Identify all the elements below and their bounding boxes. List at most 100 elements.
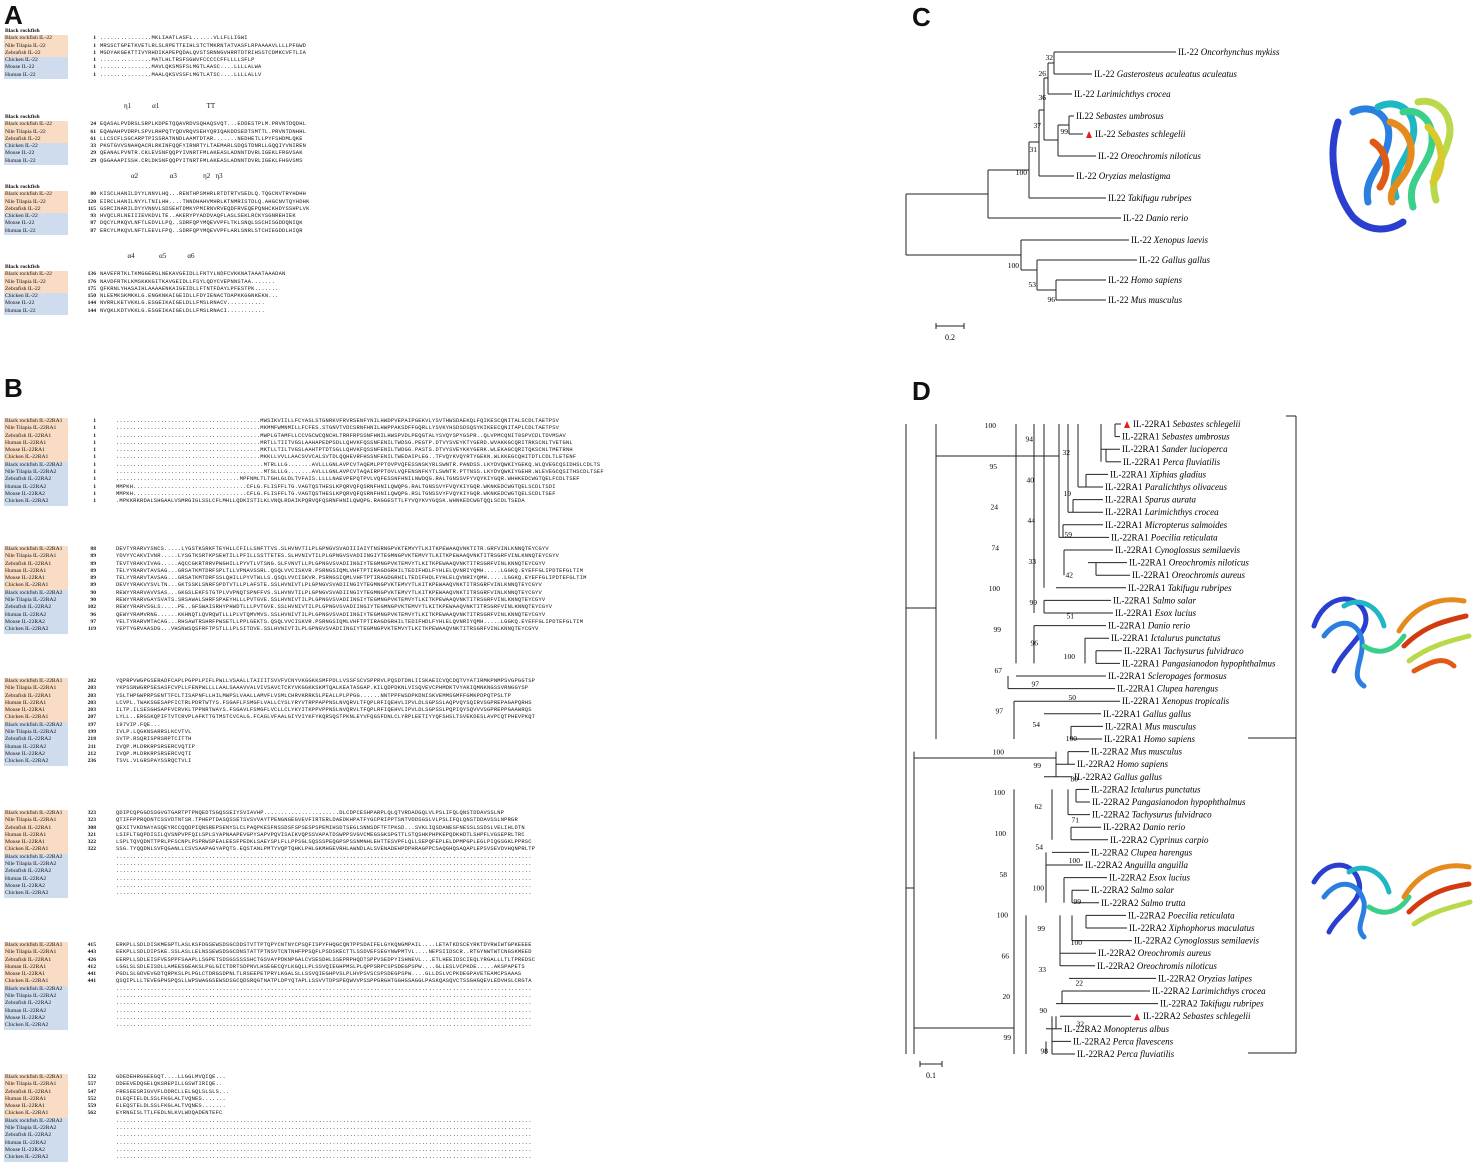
leaf-gene: IL-22RA1 <box>1111 633 1151 643</box>
species-label: Chicken IL-22RA2 <box>4 1154 68 1162</box>
sequence-column: KISCLHANILDYYLNNVLHQ...RENTHPSMHRLRTDTRT… <box>100 191 310 235</box>
leaf-label: IL-22 Danio rerio <box>1123 213 1189 223</box>
sequence-row: QEANALPVNTR.CKLEVSNFQQPYIVNRTFMLAKEASLAD… <box>100 150 303 157</box>
leaf-gene: IL-22RA2 <box>1074 772 1114 782</box>
sequence-row: ........................................… <box>116 868 532 875</box>
sequence-row: ERCYLMKQVLNFTLEEVLFPQ..SDRFQPYMQEVVPFLAR… <box>100 227 303 234</box>
position-number: 1 <box>93 469 96 476</box>
leaf-species: Takifugu rubripes <box>1200 999 1264 1009</box>
bootstrap-value: 22 <box>1076 979 1084 988</box>
position-number: 29 <box>90 157 96 164</box>
sequence-row: QSQIPLLLTEVEGPHSPQSLLWPSWAGGSEWSDSGCQDSR… <box>116 978 532 985</box>
bootstrap-value: 96 <box>1031 639 1039 648</box>
species-label: Human IL-22RA2 <box>4 1007 68 1015</box>
leaf-species: Larimichthys crocea <box>1096 89 1171 99</box>
species-label: Nile Tilapia IL-22RA1 <box>4 949 68 957</box>
sequence-row: TELYYRARVTAVSAG...GRSATKMTDRFSSLQHILLPYV… <box>116 575 587 582</box>
species-label: Black rockfish IL-22RA2 <box>4 985 68 994</box>
bootstrap-value: 100 <box>1066 734 1078 743</box>
leaf-label: IL-22RA1 Larimichthys crocea <box>1105 507 1219 517</box>
leaf-gene: IL-22RA2 <box>1092 797 1132 807</box>
position-number <box>70 1000 96 1007</box>
species-label: Zebrafish IL-22RA1 <box>4 560 68 568</box>
leaf-label: IL-22RA1 Paralichthys olivaceus <box>1105 482 1227 492</box>
species-label: Black rockfish IL-22RA2 <box>4 589 68 598</box>
bootstrap-value: 54 <box>1036 843 1044 852</box>
leaf-label: IL-22RA1 Danio rerio <box>1108 621 1191 631</box>
position-number: 322 <box>87 846 96 853</box>
sequence-column: ...............MKLIAATLASFL......VLLFLLI… <box>100 35 306 79</box>
position-number: 1 <box>93 461 96 468</box>
position-number <box>70 1147 96 1154</box>
position-number: 308 <box>87 824 96 831</box>
bootstrap-value: 42 <box>1066 571 1074 580</box>
species-label: Human IL-22RA1 <box>4 439 68 448</box>
species-label: Nile Tilapia IL-22RA1 <box>4 817 68 825</box>
species-label: Black rockfish IL-22 <box>4 121 68 129</box>
bootstrap-value: 80 <box>1071 775 1079 784</box>
sequence-row: REWYYRARVGAYSVATS.SRSAWALSHRFSPAEYHLLLPV… <box>116 597 546 604</box>
leaf-gene: IL-22RA1 <box>1122 696 1162 706</box>
species-label: Chicken IL-22 <box>4 213 68 221</box>
position-number <box>70 854 96 861</box>
leaf-label: IL22 Sebastes umbrosus <box>1076 111 1164 121</box>
species-label: Black rockfish IL-22RA2 <box>4 721 68 730</box>
sequence-row: ........................................… <box>116 1014 532 1021</box>
leaf-species: Paralichthys olivaceus <box>1144 482 1228 492</box>
sequence-row: ........................................… <box>116 447 573 454</box>
position-number: 33 <box>90 143 96 150</box>
sequence-row: DQCYLMKQVLNFTLEDVLLPQ..SDRFQPYMQEVVPFLTK… <box>100 220 303 227</box>
leaf-gene: IL-22RA2 <box>1103 822 1143 832</box>
leaf-label: IL-22 Oncorhynchus mykiss <box>1178 47 1280 57</box>
species-label: Human IL-22 <box>4 157 68 166</box>
position-number: 144 <box>87 300 96 307</box>
species-label: Chicken IL-22RA1 <box>4 1110 68 1118</box>
position-number: 236 <box>87 758 96 765</box>
leaf-label: IL-22RA1 Mus musculus <box>1105 721 1196 731</box>
sequence-row: DLEQFIELDLSSLFKGLALTVQNES....... <box>116 1095 226 1102</box>
species-label: Chicken IL-22RA2 <box>4 758 68 766</box>
target-species-marker <box>1134 1013 1140 1021</box>
bootstrap-value: 32 <box>1046 53 1054 62</box>
bootstrap-value: 99 <box>1030 598 1038 607</box>
position-number: 211 <box>87 743 96 750</box>
bootstrap-value: 67 <box>995 666 1003 675</box>
species-label: Mouse IL-22RA2 <box>4 490 68 499</box>
sequence-row: ...............MAALQKSVSSFLMGTLATSC....L… <box>100 71 262 78</box>
sequence-row: ........................................… <box>116 861 532 868</box>
sequence-row: ...............MAVLQKSMSFSLMGTLAASC....L… <box>100 64 262 71</box>
position-number: 93 <box>90 213 96 220</box>
species-label: Nile Tilapia IL-22 <box>4 128 68 136</box>
bootstrap-value: 36 <box>1039 93 1047 102</box>
species-label: Mouse IL-22RA1 <box>4 447 68 455</box>
sequence-row: ........................................… <box>116 454 577 461</box>
sequence-column: QDIPCQPGGDSSGVGTGARTPTPNQEDTSGQSSEIYSVIA… <box>116 810 535 898</box>
leaf-species: Micropterus salmoides <box>1144 520 1228 530</box>
sequence-column: ERKPLLSDLDISKMEGPTLASLKSFDGSEWSDSGCDDSTV… <box>116 942 535 1030</box>
leaf-species: Esox lucius <box>1154 608 1197 618</box>
leaf-species: Homo sapiens <box>1116 759 1169 769</box>
leaf-label: IL-22RA1 Sebastes umbrosus <box>1122 432 1230 442</box>
species-label: Zebrafish IL-22 <box>4 49 68 58</box>
sequence-row: ........................................… <box>116 461 601 468</box>
leaf-species: Clupea harengus <box>1157 684 1219 694</box>
species-label: Chicken IL-22RA2 <box>4 890 68 898</box>
sequence-row: YKPSSNWGRPSESASFCVPLLFENPWLLLLAALSAAAVVA… <box>116 685 529 692</box>
leaf-species: Homo sapiens <box>1143 734 1196 744</box>
species-label: Mouse IL-22RA2 <box>4 618 68 627</box>
leaf-label: IL-22RA1 Pangasianodon hypophthalmus <box>1122 658 1276 668</box>
leaf-gene: IL-22RA2 <box>1064 1024 1104 1034</box>
sequence-row: LSIFLTGQPDISILQVSNPVPFQILSPLSYAPNAAPEVGP… <box>116 831 525 838</box>
position-number: 1 <box>93 439 96 446</box>
bootstrap-value: 99 <box>1034 761 1042 770</box>
leaf-gene: IL-22RA1 <box>1115 608 1155 618</box>
position-number: 559 <box>87 1103 96 1110</box>
leaf-species: Takifugu rubripes <box>1168 583 1232 593</box>
